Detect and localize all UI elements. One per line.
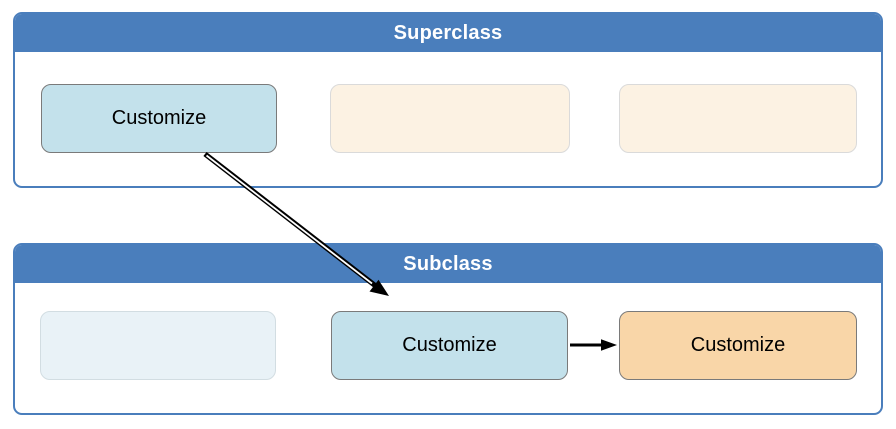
subclass-customize-orange-box: Customize bbox=[619, 311, 857, 380]
subclass-header: Subclass bbox=[15, 245, 881, 283]
subclass-customize-box: Customize bbox=[331, 311, 568, 380]
superclass-empty-box-2 bbox=[619, 84, 857, 153]
superclass-empty-box-1 bbox=[330, 84, 570, 153]
subclass-container: Subclass Customize Customize bbox=[13, 243, 883, 415]
subclass-empty-box bbox=[40, 311, 276, 380]
superclass-container: Superclass Customize bbox=[13, 12, 883, 188]
superclass-header: Superclass bbox=[15, 14, 881, 52]
subclass-customize-label: Customize bbox=[402, 334, 497, 356]
subclass-customize-orange-label: Customize bbox=[690, 334, 786, 356]
subclass-title: Subclass bbox=[403, 252, 493, 275]
superclass-customize-label: Customize bbox=[111, 107, 207, 129]
superclass-customize-box: Customize bbox=[41, 84, 277, 153]
superclass-title: Superclass bbox=[393, 21, 503, 44]
